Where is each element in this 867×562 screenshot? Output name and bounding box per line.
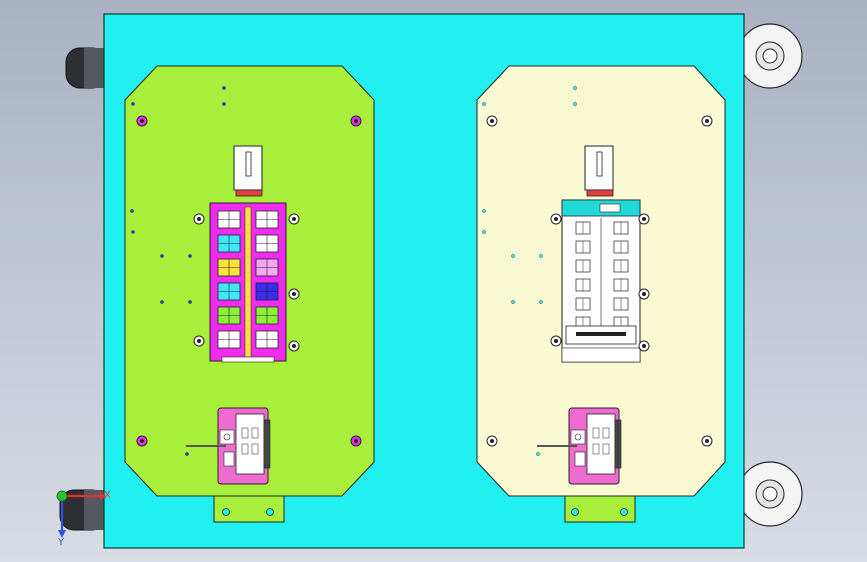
left-small-holes [130,86,226,456]
clamp-marking [251,443,259,455]
connector-base [561,347,641,363]
clamp-marking [592,443,600,455]
right-tab-hole-2 [620,508,628,516]
connector-divider [244,206,252,358]
right-tab-hole-1 [571,508,579,516]
clamp-stopper [223,451,235,467]
right-corner-holes [486,115,713,447]
right-toggle-clamp[interactable] [537,407,622,485]
clamp-pivot-pin [223,433,231,441]
clamp-marking [592,427,600,439]
axis-triad: X Y [56,490,111,548]
clamp-handle [263,419,271,469]
left-tab-hole-2 [266,508,274,516]
clamp-handle [614,419,622,469]
connector-bottom-slot [576,332,626,336]
left-connector-block[interactable] [209,202,287,363]
left-fixture[interactable] [124,65,375,523]
clamp-plate [586,413,616,475]
left-top-switch[interactable] [233,145,263,197]
left-tab-hole-1 [222,508,230,516]
clamp-marking [241,443,249,455]
right-small-holes [482,86,577,456]
clamp-marking [241,427,249,439]
right-block-screws [550,213,650,352]
clamp-marking [602,427,610,439]
axis-x-label: X [104,490,111,501]
connector-top-latch [599,203,621,213]
connector-bottom-strip [221,356,275,363]
caster-wheel-top-right [737,23,803,89]
left-block-screws [193,213,300,352]
left-corner-holes [136,115,362,447]
clamp-marking [602,443,610,455]
clamp-pivot-pin [574,433,582,441]
clamp-stopper [574,451,586,467]
left-toggle-clamp[interactable] [186,407,271,485]
clamp-plate [235,413,265,475]
caster-wheel-bottom-right [737,461,803,527]
axis-y-label: Y [57,537,65,548]
right-top-switch[interactable] [584,145,614,197]
right-fixture[interactable] [476,65,726,523]
clamp-marking [251,427,259,439]
right-connector-block[interactable] [561,199,641,363]
caster-wheel-top-left [65,47,107,89]
